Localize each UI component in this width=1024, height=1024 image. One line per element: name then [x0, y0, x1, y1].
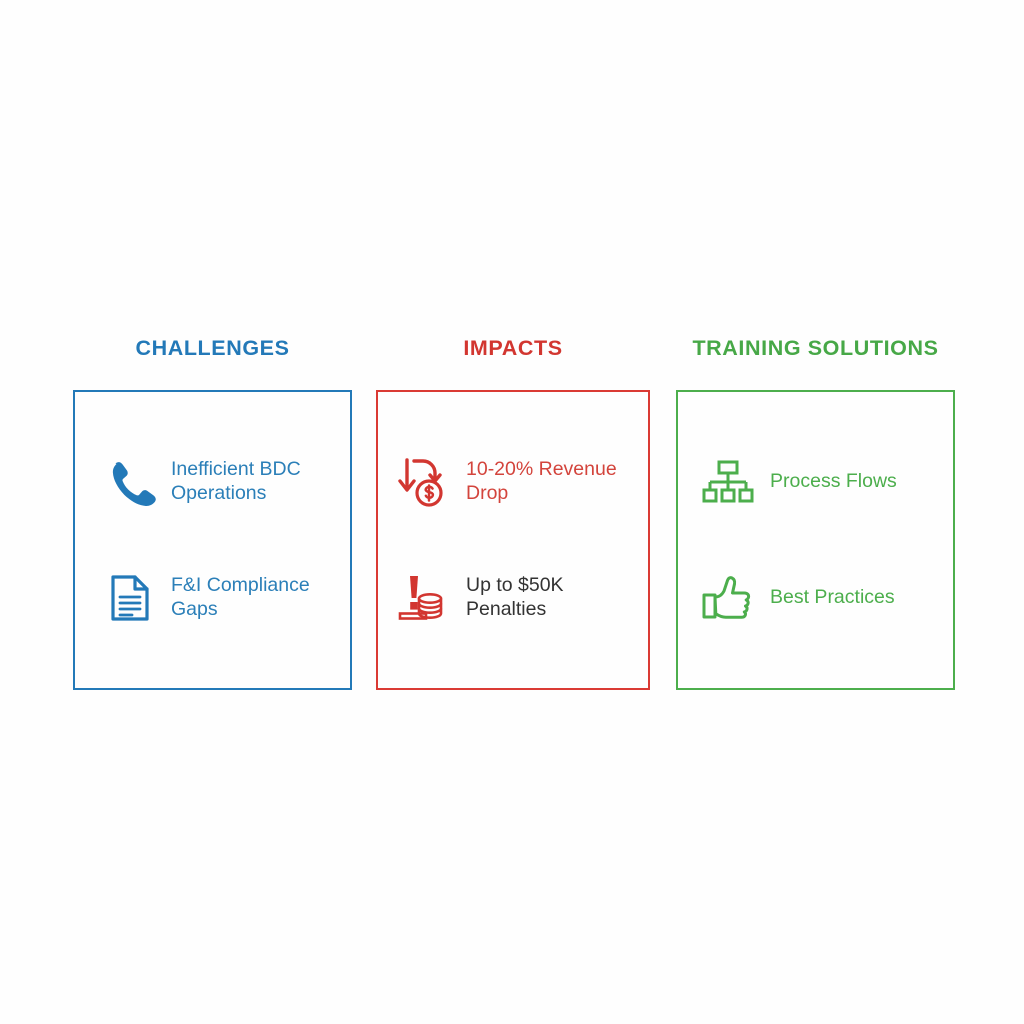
list-item-label: 10-20% Revenue Drop — [466, 458, 617, 504]
down-arrow-dollar-coin-icon — [396, 454, 452, 510]
column-heading-challenges: CHALLENGES — [135, 336, 290, 360]
list-item: Inefficient BDC Operations — [101, 454, 341, 510]
column-challenges: CHALLENGES Inefficient BDC Operations — [73, 336, 352, 690]
list-item-label: Up to $50K Penalties — [466, 574, 564, 620]
column-training: TRAINING SOLUTIONS — [676, 336, 955, 690]
list-item-label: Process Flows — [770, 470, 897, 493]
list-item-label: Best Practices — [770, 586, 895, 609]
item-list-training: Process Flows Best Practices — [678, 392, 953, 688]
panel-training: Process Flows Best Practices — [676, 390, 955, 690]
list-item: Process Flows — [700, 454, 897, 510]
list-item: 10-20% Revenue Drop — [396, 454, 636, 510]
column-heading-training: TRAINING SOLUTIONS — [692, 336, 939, 360]
column-heading-impacts: IMPACTS — [463, 336, 563, 360]
list-item: Best Practices — [700, 570, 895, 626]
list-item: Up to $50K Penalties — [396, 570, 636, 626]
exclamation-coin-stack-icon — [396, 570, 452, 626]
thumbs-up-icon — [700, 570, 756, 626]
list-item-label: F&I Compliance Gaps — [171, 574, 310, 620]
panel-impacts: 10-20% Revenue Drop — [376, 390, 650, 690]
item-list-challenges: Inefficient BDC Operations F&I Co — [75, 392, 350, 688]
org-chart-hierarchy-icon — [700, 454, 756, 510]
phone-handset-icon — [101, 454, 157, 510]
list-item: F&I Compliance Gaps — [101, 570, 341, 626]
document-lines-icon — [101, 570, 157, 626]
column-impacts: IMPACTS — [376, 336, 650, 690]
item-list-impacts: 10-20% Revenue Drop — [378, 392, 648, 688]
panel-challenges: Inefficient BDC Operations F&I Co — [73, 390, 352, 690]
list-item-label: Inefficient BDC Operations — [171, 458, 301, 504]
